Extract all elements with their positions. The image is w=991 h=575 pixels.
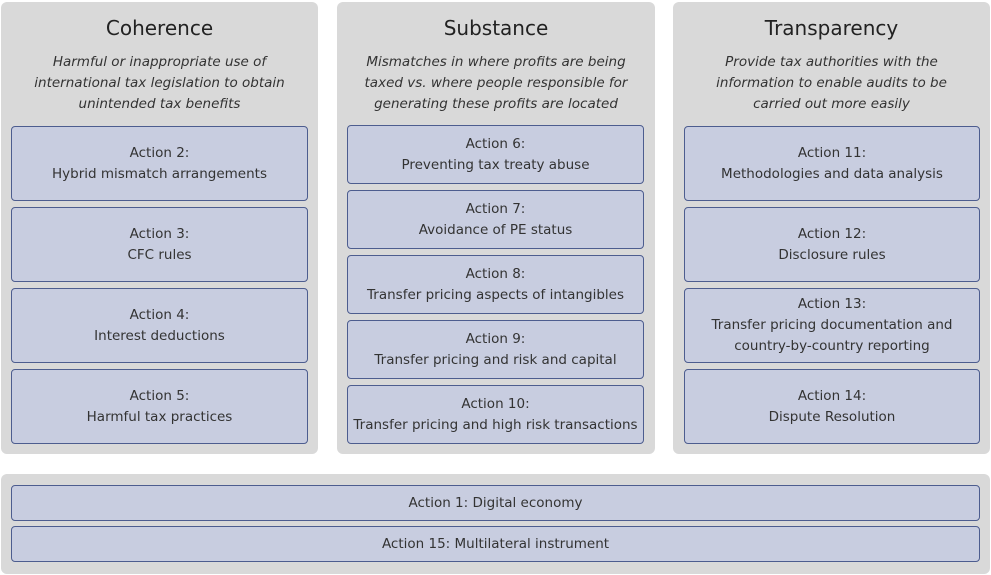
action-number: Action 14: — [797, 387, 867, 404]
action-box: Action 7: Avoidance of PE status — [347, 190, 644, 249]
pillar-coherence: Coherence Harmful or inappropriate use o… — [1, 2, 318, 454]
action-number: Action 6: — [465, 135, 526, 152]
pillar-description: Provide tax authorities with the informa… — [716, 54, 947, 112]
action-number: Action 12: — [797, 225, 867, 242]
action-box: Action 13: Transfer pricing documentatio… — [684, 288, 980, 363]
action-box: Action 10: Transfer pricing and high ris… — [347, 385, 644, 444]
action-box: Action 4: Interest deductions — [11, 288, 308, 363]
action-box: Action 5: Harmful tax practices — [11, 369, 308, 444]
action-name: Dispute Resolution — [768, 408, 896, 425]
action-number: Action 2: — [129, 144, 190, 161]
action-name: Avoidance of PE status — [418, 221, 573, 238]
action-number: Action 11: — [797, 144, 867, 161]
pillar-description: Mismatches in where profits are being ta… — [364, 54, 628, 112]
action-number: Action 10: — [461, 395, 530, 412]
action-name: Transfer pricing documentation and count… — [711, 317, 953, 354]
action-name: Transfer pricing aspects of intangibles — [367, 286, 624, 303]
action-name: Transfer pricing and risk and capital — [374, 351, 617, 368]
action-name: Methodologies and data analysis — [721, 165, 943, 182]
pillar-transparency: Transparency Provide tax authorities wit… — [673, 2, 990, 454]
action-box: Action 11: Methodologies and data analys… — [684, 126, 980, 201]
action-name: Disclosure rules — [778, 246, 886, 263]
action-number: Action 3: — [129, 225, 190, 242]
action-box: Action 12: Disclosure rules — [684, 207, 980, 282]
action-box: Action 2: Hybrid mismatch arrangements — [11, 126, 308, 201]
action-number: Action 9: — [465, 330, 526, 347]
action-number: Action 7: — [465, 200, 526, 217]
action-name: Hybrid mismatch arrangements — [52, 165, 267, 182]
action-box: Action 14: Dispute Resolution — [684, 369, 980, 444]
action-box: Action 9: Transfer pricing and risk and … — [347, 320, 644, 379]
pillar-description: Harmful or inappropriate use of internat… — [34, 54, 285, 112]
action-number: Action 5: — [129, 387, 190, 404]
pillar-title: Substance — [443, 16, 549, 40]
pillar-title: Coherence — [105, 16, 214, 40]
cross-cutting-action: Action 15: Multilateral instrument — [11, 526, 980, 562]
pillar-title: Transparency — [764, 16, 899, 40]
action-number: Action 4: — [129, 306, 190, 323]
action-name: Interest deductions — [94, 327, 225, 344]
action-box: Action 3: CFC rules — [11, 207, 308, 282]
cross-cutting-panel: Action 1: Digital economy Action 15: Mul… — [1, 474, 990, 574]
action-name: Transfer pricing and high risk transacti… — [353, 416, 638, 433]
pillar-substance: Substance Mismatches in where profits ar… — [337, 2, 655, 454]
action-box: Action 8: Transfer pricing aspects of in… — [347, 255, 644, 314]
action-name: Preventing tax treaty abuse — [401, 156, 590, 173]
action-number: Action 8: — [465, 265, 526, 282]
action-number: Action 13: — [797, 296, 867, 312]
action-name: CFC rules — [127, 246, 192, 263]
action-name: Harmful tax practices — [86, 408, 233, 425]
cross-cutting-action: Action 1: Digital economy — [11, 485, 980, 521]
action-box: Action 6: Preventing tax treaty abuse — [347, 125, 644, 184]
